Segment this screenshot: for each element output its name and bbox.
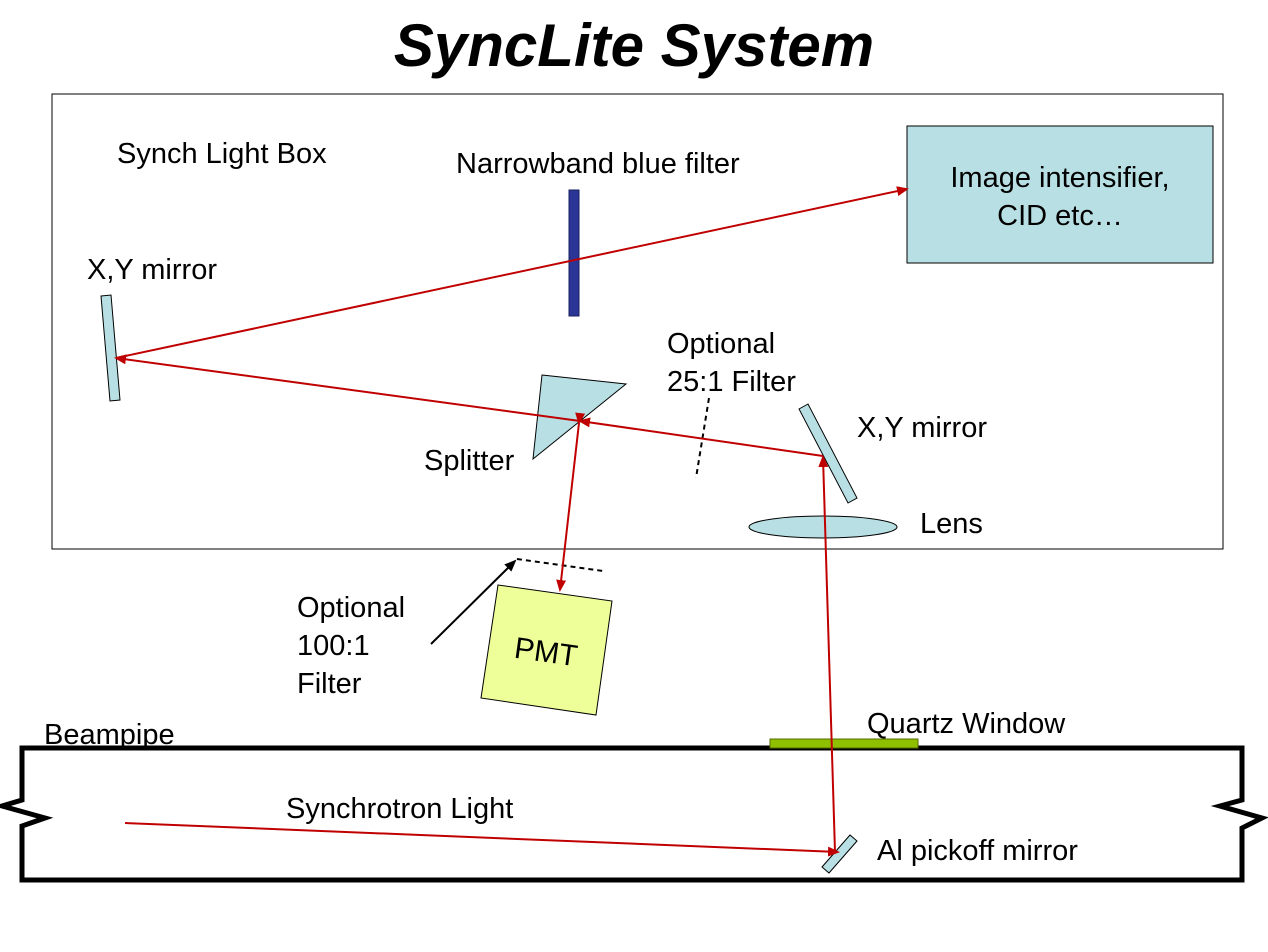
narrowband-filter-label: Narrowband blue filter bbox=[456, 148, 740, 180]
beampipe-label: Beampipe bbox=[44, 719, 175, 751]
beam-splitter-to-left-mirror bbox=[114, 354, 581, 422]
beam-synchrotron-to-pickoff bbox=[124, 822, 840, 857]
xy-mirror-left bbox=[100, 294, 121, 402]
beam-path bbox=[114, 186, 909, 857]
lens bbox=[748, 515, 898, 539]
optional-100-pointer-arrow bbox=[430, 559, 517, 645]
quartz-window-label: Quartz Window bbox=[867, 708, 1066, 740]
splitter-label: Splitter bbox=[424, 445, 515, 477]
image-intensifier: Image intensifier, CID etc… bbox=[906, 125, 1214, 264]
xy-mirror-left-label: X,Y mirror bbox=[87, 254, 217, 286]
page-title: SyncLite System bbox=[393, 12, 875, 79]
synch-light-box bbox=[51, 93, 1224, 550]
xy-mirror-right-label: X,Y mirror bbox=[857, 412, 987, 444]
beam-mirror-to-splitter bbox=[578, 417, 824, 457]
image-intensifier-label-line2: CID etc… bbox=[997, 200, 1123, 232]
pmt: PMT bbox=[480, 584, 613, 716]
synchrotron-light-label: Synchrotron Light bbox=[286, 793, 513, 825]
optional-100-label-line3: Filter bbox=[297, 668, 362, 700]
beam-left-mirror-to-intensifier bbox=[115, 186, 909, 359]
image-intensifier-label-line1: Image intensifier, bbox=[950, 162, 1169, 194]
narrowband-blue-filter bbox=[568, 189, 580, 317]
optional-100-filter bbox=[516, 558, 604, 572]
quartz-window bbox=[769, 738, 919, 749]
lens-label: Lens bbox=[920, 508, 983, 540]
beampipe bbox=[0, 745, 1268, 883]
optional-100-label-line1: Optional bbox=[297, 592, 405, 624]
optional-25-label-line2: 25:1 Filter bbox=[667, 366, 796, 398]
xy-mirror-right bbox=[798, 403, 858, 504]
al-pickoff-mirror-label: Al pickoff mirror bbox=[877, 835, 1078, 867]
optional-100-label-line2: 100:1 bbox=[297, 630, 370, 662]
beam-pickoff-to-mirror bbox=[818, 455, 836, 853]
beam-splitter-to-pmt bbox=[556, 412, 586, 592]
synch-light-box-label: Synch Light Box bbox=[117, 138, 327, 170]
al-pickoff-mirror bbox=[821, 834, 858, 874]
optional-25-label-line1: Optional bbox=[667, 328, 775, 360]
